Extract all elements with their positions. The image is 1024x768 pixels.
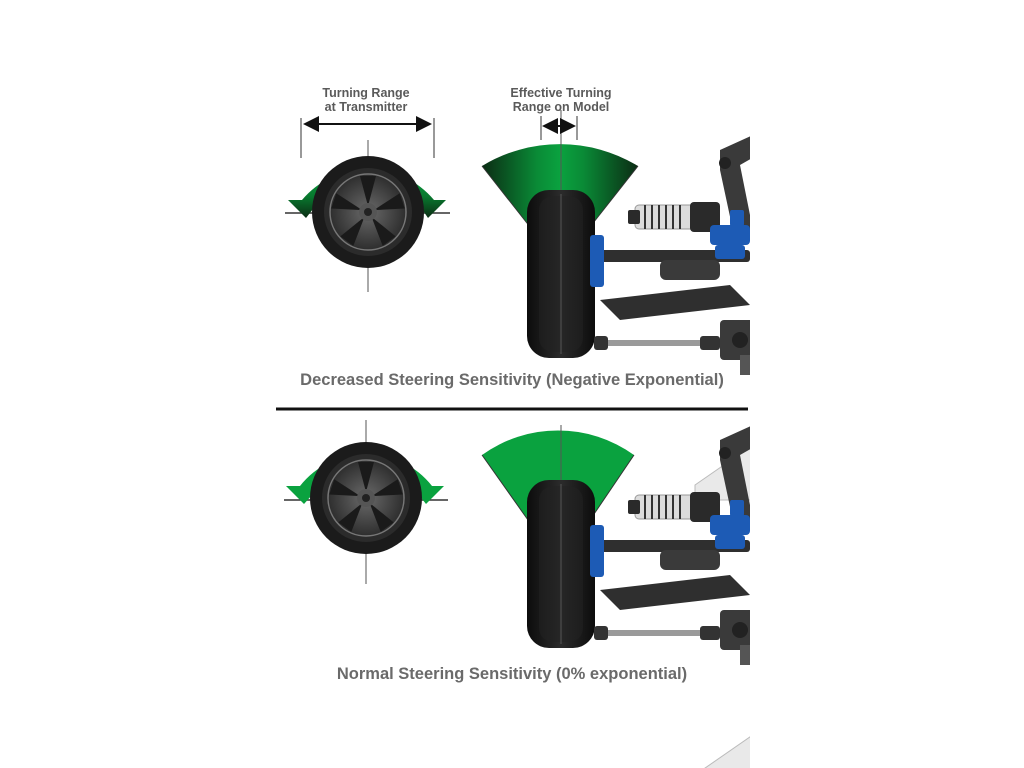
top-tire-side-icon — [526, 189, 596, 359]
bottom-effective-fan — [482, 430, 634, 520]
bottom-wheel-front-icon — [309, 441, 423, 555]
model-range-label: Effective Turning Range on Model — [491, 86, 631, 115]
top-fan-edge-left — [481, 165, 535, 233]
bottom-tire-side-icon — [526, 479, 596, 649]
bottom-model-group — [481, 414, 776, 768]
top-wheel-front-icon — [311, 155, 425, 269]
top-effective-fan — [482, 144, 638, 232]
bottom-caption: Normal Steering Sensitivity (0% exponent… — [336, 665, 688, 683]
top-panel — [285, 110, 776, 501]
model-range-label-line2: Range on Model — [512, 99, 610, 114]
right-margin — [750, 0, 1024, 768]
transmitter-range-label: Turning Range at Transmitter — [296, 86, 436, 115]
transmitter-range-label-line2: at Transmitter — [324, 99, 408, 114]
top-model-group — [481, 110, 776, 501]
model-range-label-line1: Effective Turning — [510, 86, 612, 100]
bottom-transmitter-group — [284, 420, 448, 584]
bottom-fan-edge-left — [481, 454, 529, 521]
bottom-panel — [284, 414, 776, 768]
transmitter-range-label-line1: Turning Range — [322, 86, 410, 100]
top-caption: Decreased Steering Sensitivity (Negative… — [300, 371, 724, 389]
top-transmitter-group — [285, 116, 450, 292]
bottom-fan-edge-right — [589, 454, 635, 521]
